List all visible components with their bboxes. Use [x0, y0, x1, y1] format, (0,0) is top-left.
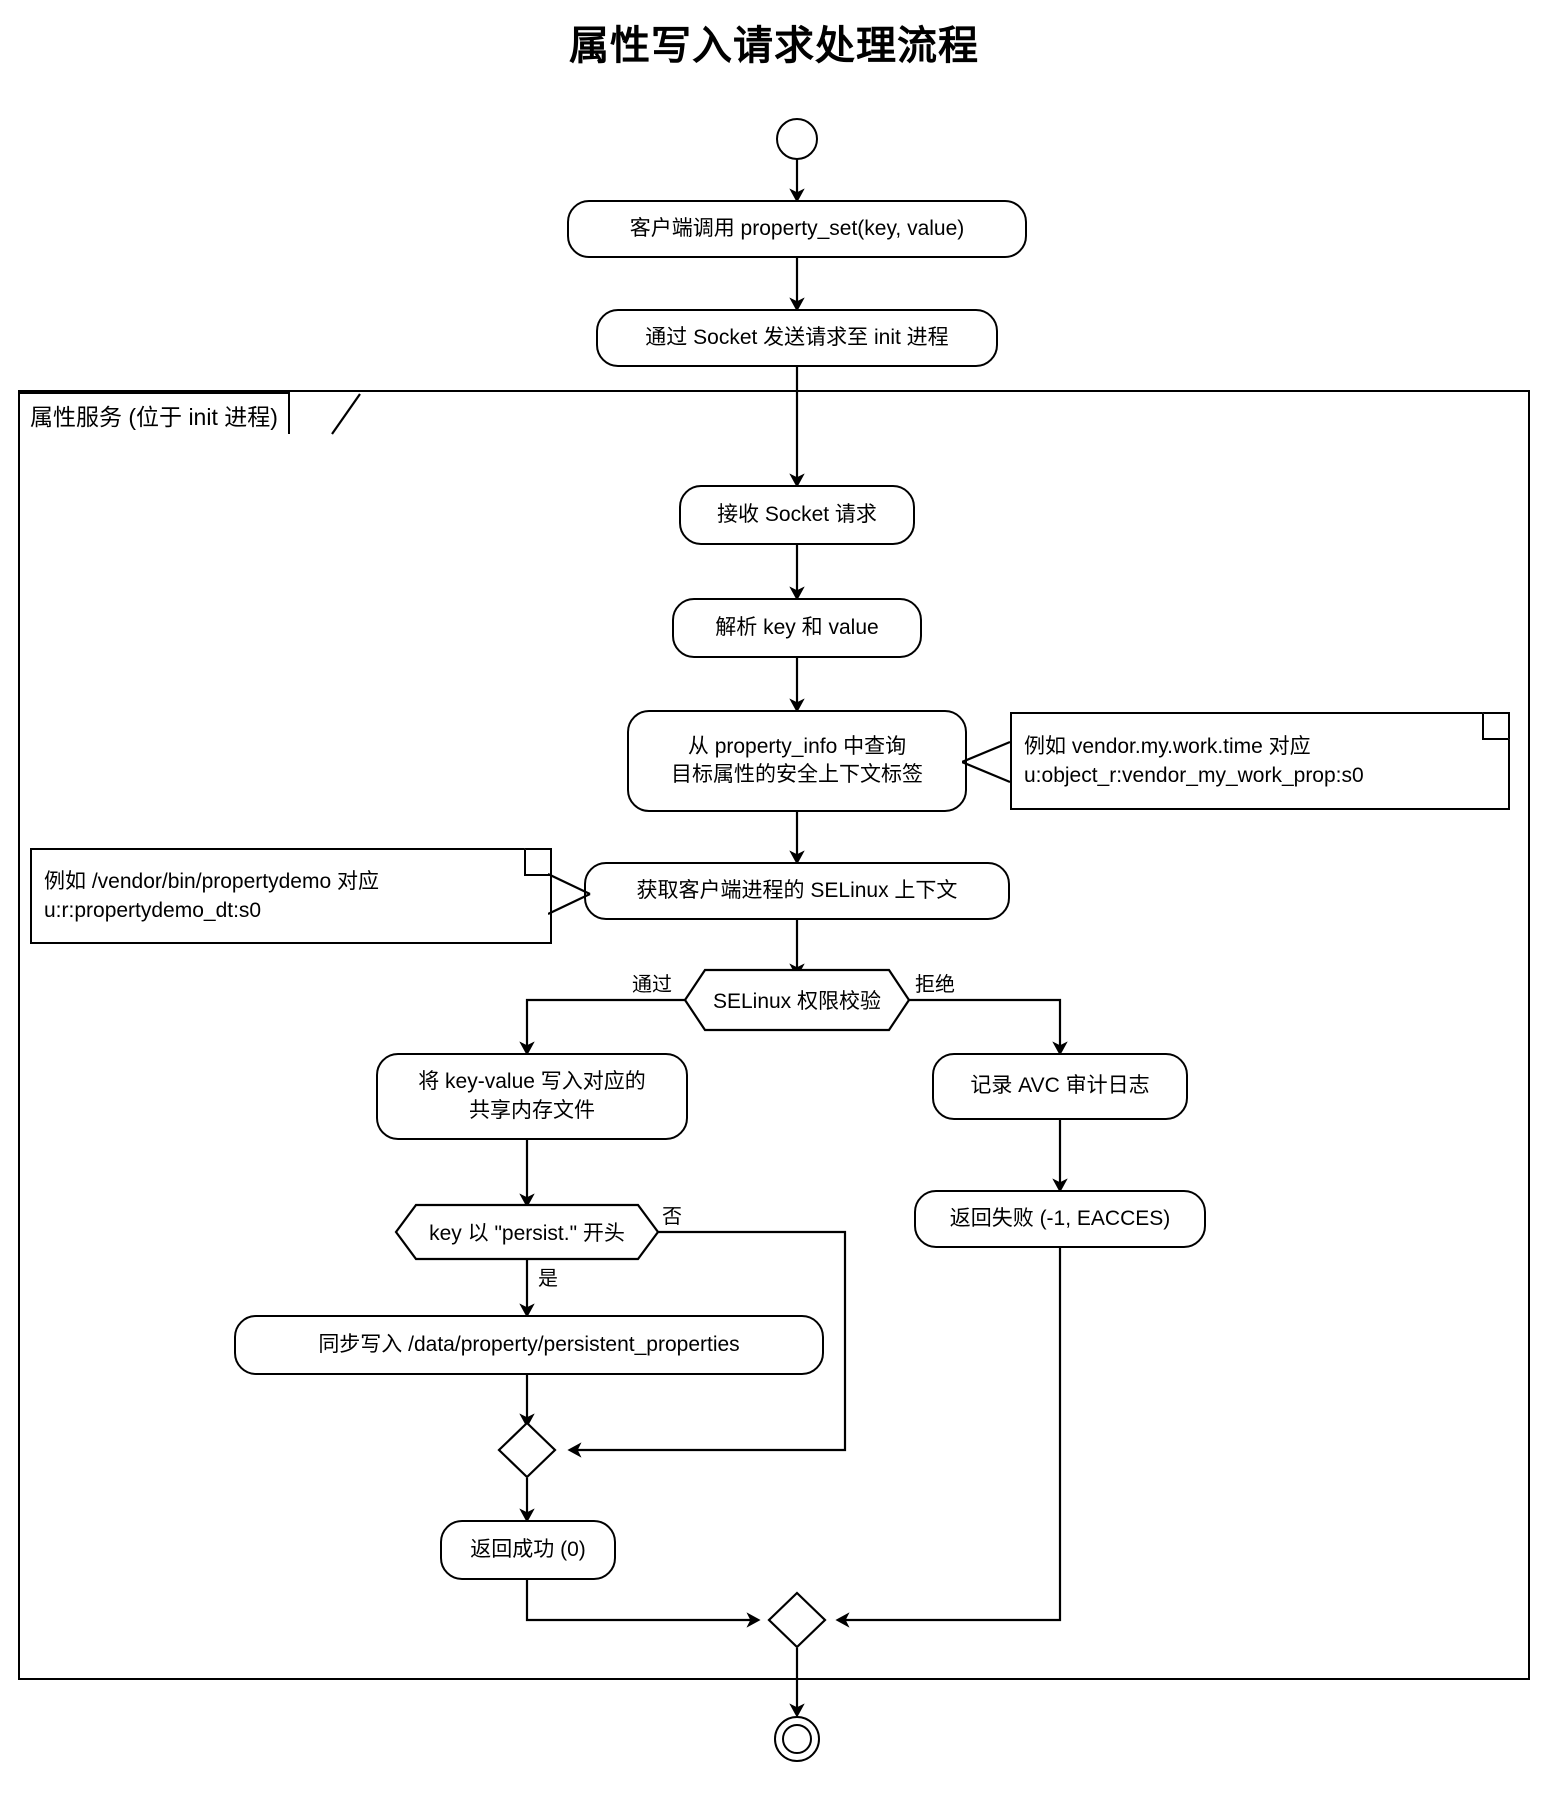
node-return-fail[interactable]: 返回失败 (-1, EACCES)	[914, 1190, 1206, 1248]
node-parse-kv[interactable]: 解析 key 和 value	[672, 598, 922, 658]
node-return-ok[interactable]: 返回成功 (0)	[440, 1520, 616, 1580]
node-socket-send-label: 通过 Socket 发送请求至 init 进程	[645, 325, 949, 349]
page-title: 属性写入请求处理流程	[569, 24, 979, 68]
note-client-context: 例如 /vendor/bin/propertydemo 对应 u:r:prope…	[30, 848, 552, 944]
subgraph-property-service-label: 属性服务 (位于 init 进程)	[18, 392, 290, 434]
edge-label-persist-yes: 是	[536, 1262, 560, 1291]
start-node	[776, 118, 818, 160]
note-property-info-leader	[962, 740, 1011, 784]
decision-persist-prefix-shape	[394, 1203, 660, 1261]
node-get-client-context[interactable]: 获取客户端进程的 SELinux 上下文	[584, 862, 1010, 920]
note-property-info-text: 例如 vendor.my.work.time 对应 u:object_r:ven…	[1024, 734, 1364, 787]
decision-selinux-check-shape	[683, 968, 911, 1032]
subgraph-property-service	[18, 390, 1530, 1680]
node-client-call-label: 客户端调用 property_set(key, value)	[629, 216, 965, 240]
node-return-ok-label: 返回成功 (0)	[470, 1537, 586, 1561]
node-avc-log-label: 记录 AVC 审计日志	[970, 1074, 1150, 1098]
node-write-shared-mem-label: 将 key-value 写入对应的 共享内存文件	[418, 1070, 646, 1122]
edge-label-persist-no: 否	[660, 1200, 684, 1229]
decision-selinux-check-label: SELinux 权限校验	[712, 990, 882, 1013]
node-avc-log[interactable]: 记录 AVC 审计日志	[932, 1053, 1188, 1120]
node-client-call[interactable]: 客户端调用 property_set(key, value)	[567, 200, 1027, 258]
decision-persist-prefix-label: key 以 "persist." 开头	[429, 1222, 625, 1245]
node-query-property-info-label: 从 property_info 中查询 目标属性的安全上下文标签	[671, 734, 923, 786]
edge-label-selinux-pass: 通过	[630, 968, 674, 997]
end-node-inner	[782, 1724, 812, 1754]
node-persist-write-label: 同步写入 /data/property/persistent_propertie…	[318, 1332, 740, 1356]
node-parse-kv-label: 解析 key 和 value	[715, 615, 879, 639]
merge-diamond-persist	[497, 1421, 557, 1479]
merge-diamond-final	[767, 1591, 827, 1649]
node-persist-write[interactable]: 同步写入 /data/property/persistent_propertie…	[234, 1315, 824, 1375]
node-get-client-context-label: 获取客户端进程的 SELinux 上下文	[636, 878, 958, 902]
decision-persist-prefix[interactable]: key 以 "persist." 开头	[394, 1203, 660, 1261]
note-client-context-leader	[548, 873, 591, 915]
edge-label-selinux-deny: 拒绝	[913, 968, 957, 997]
node-recv-socket-label: 接收 Socket 请求	[717, 502, 877, 526]
node-socket-send[interactable]: 通过 Socket 发送请求至 init 进程	[596, 309, 998, 367]
note-property-info: 例如 vendor.my.work.time 对应 u:object_r:ven…	[1010, 712, 1510, 810]
decision-selinux-check[interactable]: SELinux 权限校验	[683, 968, 911, 1032]
subgraph-label-text: 属性服务 (位于 init 进程)	[30, 404, 278, 430]
node-write-shared-mem[interactable]: 将 key-value 写入对应的 共享内存文件	[376, 1053, 688, 1140]
node-return-fail-label: 返回失败 (-1, EACCES)	[949, 1206, 1171, 1230]
subgraph-label-dogear	[331, 393, 361, 435]
note-client-context-text: 例如 /vendor/bin/propertydemo 对应 u:r:prope…	[44, 869, 379, 922]
node-recv-socket[interactable]: 接收 Socket 请求	[679, 485, 915, 545]
node-query-property-info[interactable]: 从 property_info 中查询 目标属性的安全上下文标签	[627, 710, 967, 812]
